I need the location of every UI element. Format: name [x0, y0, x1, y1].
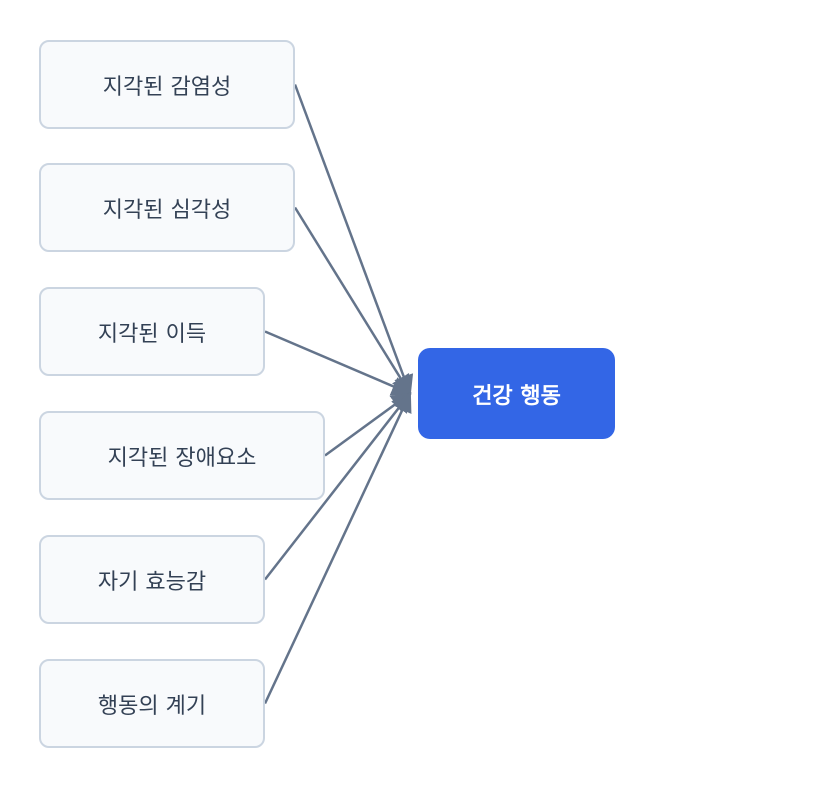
edge-self-efficacy-to-health-behavior [264, 391, 412, 581]
node-perceived-benefits: 지각된 이득 [39, 287, 265, 376]
node-label: 건강 행동 [472, 383, 561, 409]
node-label: 지각된 감염성 [102, 74, 232, 100]
node-label: 지각된 장애요소 [107, 445, 257, 471]
node-label: 지각된 이득 [97, 321, 207, 347]
node-cues-to-action: 행동의 계기 [39, 659, 265, 748]
node-label: 자기 효능감 [97, 569, 207, 595]
edge-perceived-severity-to-health-behavior [293, 206, 412, 396]
node-perceived-severity: 지각된 심각성 [39, 163, 295, 252]
node-self-efficacy: 자기 효능감 [39, 535, 265, 624]
node-perceived-susceptibility: 지각된 감염성 [39, 40, 295, 129]
edge-perceived-susceptibility-to-health-behavior [293, 84, 414, 396]
node-health-behavior: 건강 행동 [418, 348, 615, 439]
node-label: 지각된 심각성 [102, 197, 232, 223]
node-label: 행동의 계기 [97, 693, 207, 719]
edge-cues-to-action-to-health-behavior [263, 391, 412, 705]
edge-perceived-benefits-to-health-behavior [264, 330, 412, 396]
node-perceived-barriers: 지각된 장애요소 [39, 411, 325, 500]
